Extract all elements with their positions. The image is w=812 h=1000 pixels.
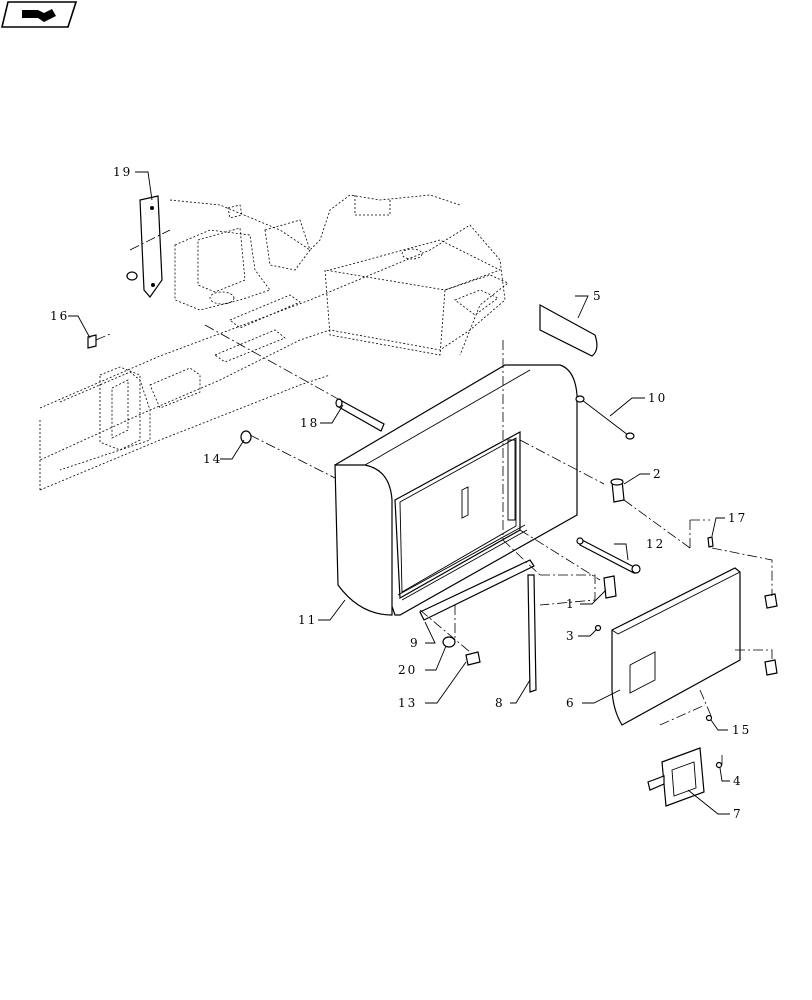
- callout-19: 19: [113, 165, 132, 179]
- callout-labels: 19 16 14 18 5 10 2 17 12 1 3 11 9 20 13 …: [50, 165, 751, 821]
- storage-box: [334, 364, 578, 616]
- bushing: [610, 478, 625, 503]
- mounting-bracket: [139, 195, 163, 298]
- callout-9: 9: [410, 636, 420, 650]
- seal-strip-vertical: [527, 574, 537, 693]
- assembly-centerlines: [95, 229, 773, 766]
- page-turn-arrow-icon[interactable]: [0, 1, 78, 28]
- hinge-pin: [603, 575, 617, 599]
- callout-1: 1: [566, 597, 576, 611]
- callout-17: 17: [728, 511, 747, 525]
- cover-plate: [539, 303, 598, 357]
- callout-16: 16: [50, 309, 69, 323]
- screw-15: [705, 714, 713, 722]
- leader-lines: [68, 171, 730, 815]
- callout-10: 10: [648, 391, 667, 405]
- callout-14: 14: [203, 452, 222, 466]
- callout-7: 7: [733, 807, 743, 821]
- flat-washer: [442, 636, 456, 648]
- seal-strip-horizontal: [419, 559, 535, 621]
- callout-5: 5: [593, 289, 603, 303]
- hinge-rod: [576, 537, 641, 574]
- rubber-bumper-upper: [764, 593, 778, 609]
- machine-frame-phantom: [39, 194, 509, 491]
- callout-20: 20: [398, 663, 417, 677]
- callout-18: 18: [300, 416, 319, 430]
- screw-17: [707, 536, 714, 548]
- support-cable: [575, 395, 635, 440]
- callout-3: 3: [566, 629, 576, 643]
- pin-rod: [335, 398, 385, 432]
- callout-6: 6: [566, 696, 576, 710]
- callout-4: 4: [733, 774, 743, 788]
- callout-11: 11: [298, 613, 317, 627]
- callout-12: 12: [646, 537, 665, 551]
- door-latch: [647, 747, 705, 807]
- callout-13: 13: [398, 696, 417, 710]
- callout-15: 15: [732, 723, 751, 737]
- callout-8: 8: [495, 696, 505, 710]
- nut: [126, 271, 138, 281]
- callout-2: 2: [653, 467, 663, 481]
- rubber-bumper-lower: [764, 659, 778, 676]
- door-panel: [611, 567, 741, 726]
- washer: [240, 430, 252, 444]
- bolt: [87, 334, 97, 349]
- screw-4: [715, 761, 723, 769]
- cap-screw: [465, 651, 481, 666]
